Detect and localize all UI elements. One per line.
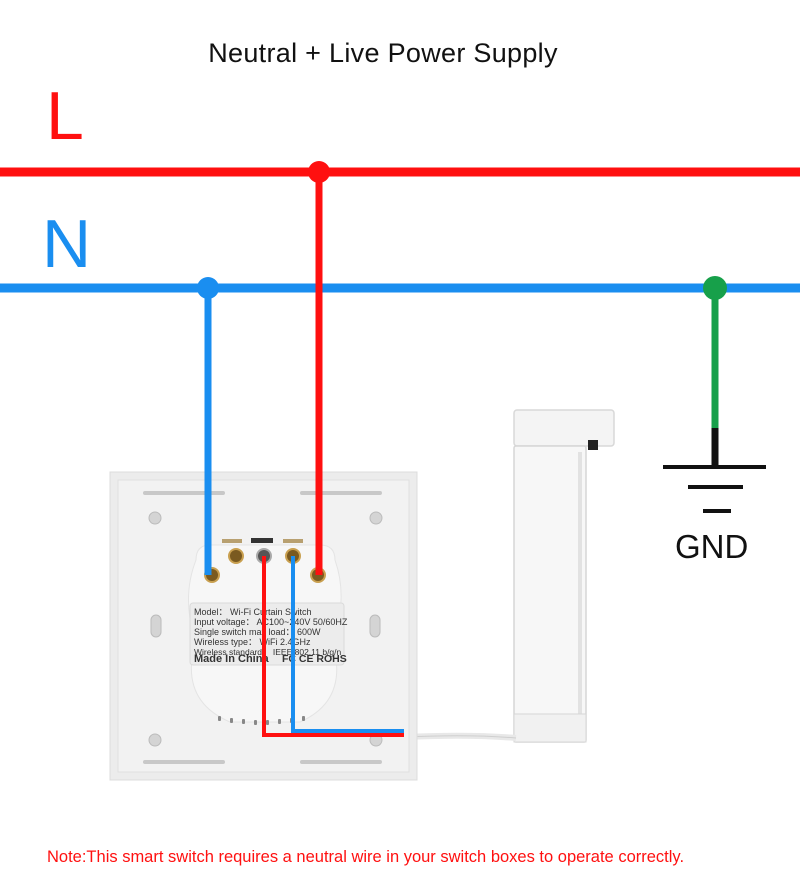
motor-blue-wire (291, 556, 404, 733)
spec-certifications: FC CE ROHS (282, 653, 347, 665)
ground-symbol-icon (663, 465, 766, 513)
neutral-wire-note: Note:This smart switch requires a neutra… (47, 848, 685, 866)
live-junction (308, 161, 330, 183)
diagram-title: Neutral + Live Power Supply (208, 38, 558, 68)
spec-model: Model： Wi-Fi Curtain Switch (194, 607, 312, 617)
spec-input-voltage: Input voltage： AC100~240V 50/60HZ (194, 617, 348, 627)
neutral-junction (197, 277, 219, 299)
spec-max-load: Single switch max load： 600W (194, 627, 321, 637)
live-label: L (46, 78, 84, 154)
ground-label: GND (675, 528, 749, 565)
spec-made-in: Made In China (194, 653, 269, 665)
spec-wireless-type: Wireless type： WiFi 2.4GHz (194, 637, 311, 647)
curtain-motor (513, 409, 615, 743)
neutral-label: N (42, 206, 92, 282)
ground-junction (703, 276, 727, 300)
spec-wireless-standard: Wireless standard： IEEE 802.11 b/g/n (194, 647, 342, 657)
motor-red-wire (262, 556, 404, 737)
